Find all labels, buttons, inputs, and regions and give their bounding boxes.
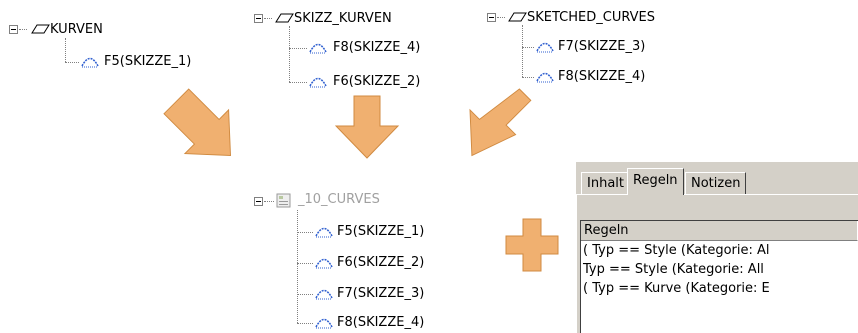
parallelogram-icon <box>272 13 294 23</box>
collapse-toggle[interactable] <box>254 197 263 206</box>
tab-notizen[interactable]: Notizen <box>685 172 747 194</box>
rule-row[interactable]: Typ == Style (Kategorie: All <box>583 262 764 277</box>
down-arrow-center <box>335 95 401 161</box>
rules-column-header[interactable]: Regeln <box>581 221 858 241</box>
collapse-toggle[interactable] <box>9 25 18 34</box>
sketch-curve-icon <box>314 223 334 239</box>
rules-list[interactable]: Regeln ( Typ == Style (Kategorie: Al Typ… <box>580 220 858 333</box>
tab-body <box>576 194 858 333</box>
parallelogram-icon <box>28 24 50 34</box>
sketch-curve-icon <box>535 38 555 54</box>
sketch-curve-icon <box>308 39 328 55</box>
collapse-toggle[interactable] <box>254 14 263 23</box>
sketch-curve-icon <box>535 68 555 84</box>
sketch-curve-icon <box>80 53 100 69</box>
down-arrow-left <box>160 85 240 165</box>
collapse-toggle[interactable] <box>487 13 496 22</box>
plus-sign <box>505 218 561 274</box>
sketch-curve-icon <box>314 285 334 301</box>
sketch-curve-icon <box>314 254 334 270</box>
grouped-items-icon <box>276 193 292 209</box>
rule-row[interactable]: ( Typ == Kurve (Kategorie: E <box>583 281 770 296</box>
tab-regeln[interactable]: Regeln <box>627 168 684 195</box>
down-arrow-right <box>462 85 542 165</box>
sketch-curve-icon <box>314 314 334 330</box>
rule-row[interactable]: ( Typ == Style (Kategorie: Al <box>583 243 770 258</box>
rules-panel: Inhalt Regeln Notizen Regeln ( Typ == St… <box>576 162 858 333</box>
parallelogram-icon <box>505 12 527 22</box>
sketch-curve-icon <box>308 73 328 89</box>
tab-inhalt[interactable]: Inhalt <box>581 172 630 194</box>
